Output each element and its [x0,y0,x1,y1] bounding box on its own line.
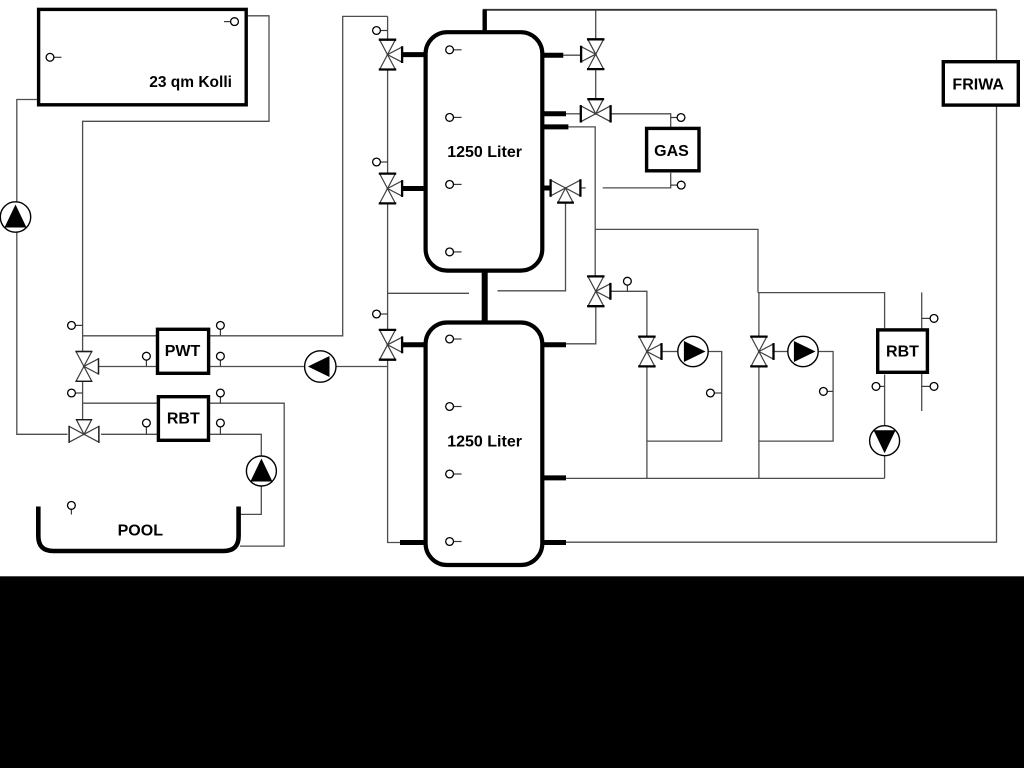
svg-text:23 qm Kolli: 23 qm Kolli [149,74,232,91]
svg-text:GAS: GAS [654,143,689,160]
svg-text:PWT: PWT [165,343,201,360]
svg-text:RBT: RBT [886,343,919,360]
svg-text:1250 Liter: 1250 Liter [447,433,522,450]
svg-text:FRIWA: FRIWA [952,76,1004,93]
svg-text:RBT: RBT [167,411,200,428]
svg-text:POOL: POOL [118,523,164,540]
svg-text:1250 Liter: 1250 Liter [447,144,522,161]
